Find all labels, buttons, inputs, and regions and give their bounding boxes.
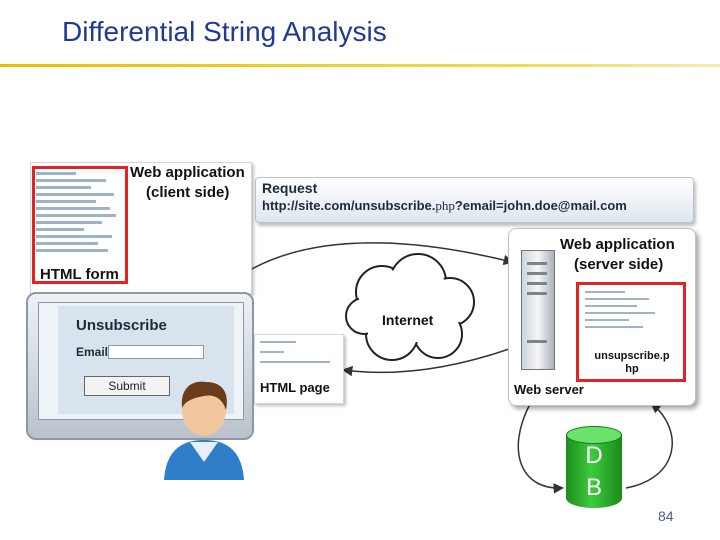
request-label: Request — [262, 180, 318, 196]
server-slot — [527, 340, 547, 343]
db-arrow-up — [625, 402, 673, 489]
client-app-label-line1: Web application — [130, 164, 245, 181]
user-avatar-icon — [164, 381, 244, 480]
server-slot — [527, 282, 547, 285]
server-slot — [527, 272, 547, 275]
web-server-icon — [521, 250, 555, 370]
html-form-label: HTML form — [40, 266, 119, 283]
internet-cloud-icon — [345, 253, 475, 361]
form-title: Unsubscribe — [76, 317, 167, 334]
request-arrow — [249, 242, 515, 271]
server-slot — [527, 262, 547, 265]
title-rule — [0, 64, 720, 67]
server-app-label-line1: Web application — [560, 236, 675, 253]
submit-button[interactable]: Submit — [84, 376, 170, 396]
html-page-label: HTML page — [260, 380, 330, 395]
slide-title: Differential String Analysis — [62, 16, 387, 47]
database-label-line1: D — [585, 442, 603, 469]
internet-label: Internet — [382, 312, 434, 328]
database-top — [566, 426, 622, 444]
db-arrow-down — [517, 403, 565, 494]
client-code-snippet — [36, 168, 120, 256]
email-input[interactable] — [108, 345, 204, 359]
page-number: 84 — [658, 508, 674, 524]
database-label: D B — [566, 440, 622, 504]
server-code-highlight — [576, 282, 686, 382]
request-url-suffix: ?email=john.doe@mail.com — [454, 198, 627, 213]
server-file-label: unsupscribe.p hp — [580, 350, 684, 376]
request-url-ext: php — [435, 198, 455, 213]
request-bar — [255, 177, 694, 223]
database-icon — [566, 434, 622, 508]
html-page-document — [254, 334, 344, 404]
server-file-label-line2: hp — [625, 363, 639, 375]
email-label: Email: — [76, 345, 113, 359]
client-app-label-line2: (client side) — [146, 184, 230, 201]
server-file-label-line1: unsupscribe.p — [594, 350, 670, 362]
request-url: http://site.com/unsubscribe.php?email=jo… — [262, 198, 627, 214]
server-slot — [527, 292, 547, 295]
web-server-label: Web server — [514, 382, 584, 397]
html-form-highlight — [32, 166, 128, 284]
response-arrow — [341, 347, 513, 377]
request-url-prefix: http://site.com/unsubscribe. — [262, 198, 436, 213]
server-app-label-line2: (server side) — [574, 256, 664, 273]
database-label-line2: B — [585, 474, 602, 501]
